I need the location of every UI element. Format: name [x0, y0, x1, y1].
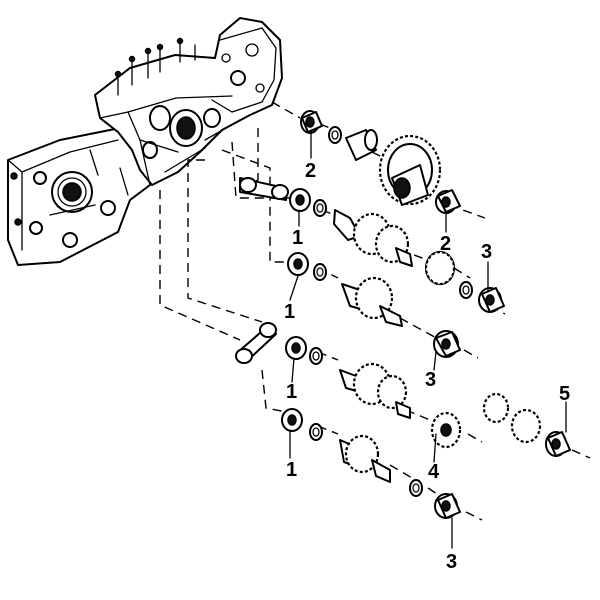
callout-leaders — [289, 129, 567, 549]
transmission-case — [7, 17, 283, 266]
shaft-row-3 — [285, 336, 571, 457]
link-plate-lower — [235, 322, 277, 364]
callout-2-upper: 2 — [305, 160, 316, 182]
callout-3-middle: 3 — [425, 369, 436, 391]
callout-3-right: 3 — [481, 241, 492, 263]
upper-shaft-group — [300, 110, 461, 214]
link-plate-upper — [239, 177, 289, 201]
callout-1-second: 1 — [284, 301, 295, 323]
callout-4: 4 — [428, 461, 440, 483]
callout-1-first: 1 — [292, 227, 303, 249]
callout-labels: 2 2 3 3 3 1 1 1 1 4 5 — [284, 160, 570, 573]
callout-1-third: 1 — [286, 381, 297, 403]
callout-3-bottom: 3 — [446, 551, 457, 573]
callout-2-right: 2 — [440, 233, 451, 255]
callout-5: 5 — [559, 383, 570, 405]
shaft-row-1 — [289, 188, 505, 313]
shaft-row-4 — [281, 408, 461, 519]
callout-1-fourth: 1 — [286, 459, 297, 481]
shaft-row-2 — [287, 252, 461, 358]
